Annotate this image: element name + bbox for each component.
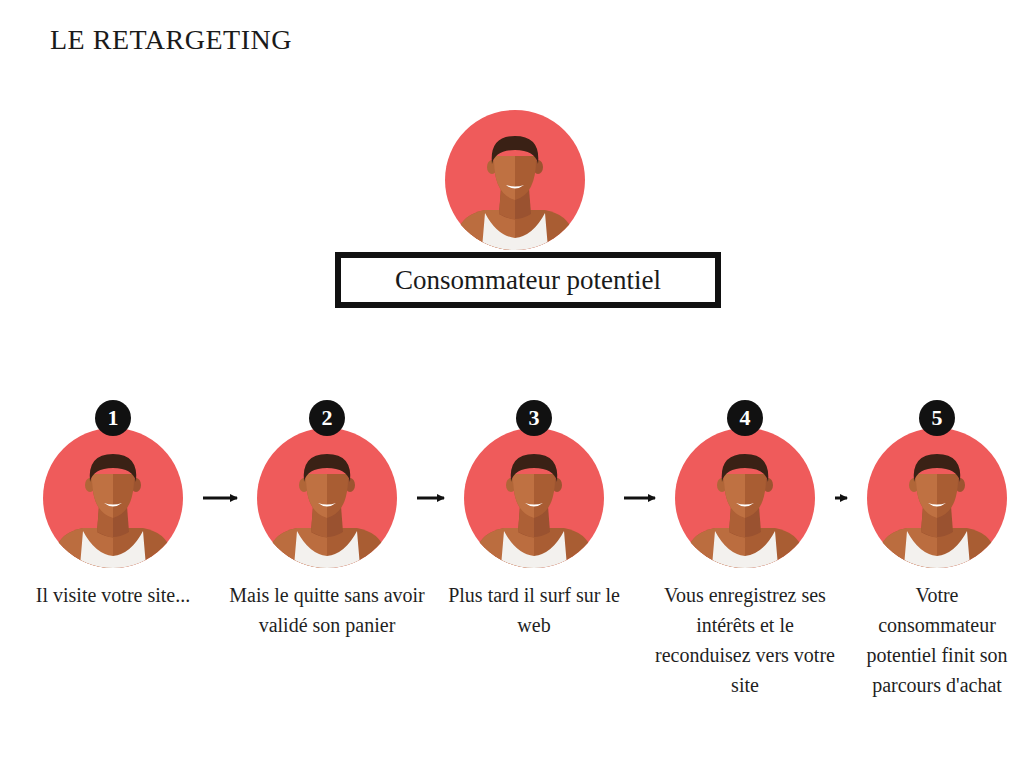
step-caption: Il visite votre site... <box>5 580 221 610</box>
step-circle: 2Mais le quitte sans avoir validé son pa… <box>257 428 397 568</box>
step-caption: Votre consommateur potentiel finit son p… <box>857 580 1017 700</box>
flow-arrow <box>417 497 444 500</box>
callout-number: 5 <box>919 400 955 436</box>
step-caption: Plus tard il surf sur le web <box>444 580 624 640</box>
callout-number: 1 <box>95 400 131 436</box>
step-circle: 3Plus tard il surf sur le web <box>464 428 604 568</box>
step-circle: 1Il visite votre site... <box>43 428 183 568</box>
flow-arrow <box>624 497 655 500</box>
diagram-title: LE RETARGETING <box>50 24 292 56</box>
step-caption: Vous enregistrez ses intérêts et le reco… <box>650 580 840 700</box>
callout-number: 2 <box>309 400 345 436</box>
box-label: Consommateur potentiel <box>379 265 677 296</box>
step-circle: 4Vous enregistrez ses intérêts et le rec… <box>675 428 815 568</box>
step-caption: Mais le quitte sans avoir validé son pan… <box>227 580 427 640</box>
callout-number: 3 <box>516 400 552 436</box>
flow-arrow <box>835 497 847 500</box>
flow-arrow <box>203 497 237 500</box>
label-box: Consommateur potentiel <box>335 252 721 308</box>
callout-number: 4 <box>727 400 763 436</box>
step-circle: 5Votre consommateur potentiel finit son … <box>867 428 1007 568</box>
